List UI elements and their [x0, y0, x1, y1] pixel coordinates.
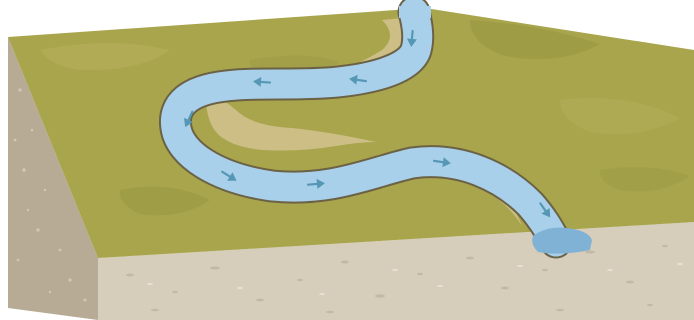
river-entry	[399, 6, 431, 18]
